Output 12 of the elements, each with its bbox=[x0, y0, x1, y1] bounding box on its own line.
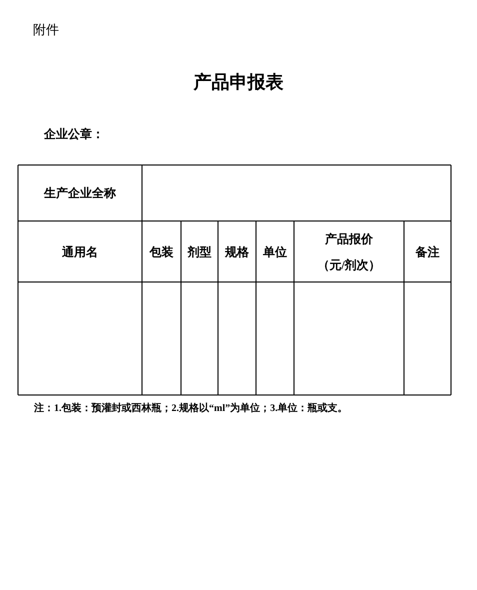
attachment-label: 附件 bbox=[33, 22, 59, 39]
column-header: 剂型 bbox=[188, 244, 212, 260]
column-header: 产品报价（元/剂次） bbox=[316, 230, 382, 274]
form-title: 产品申报表 bbox=[192, 71, 284, 94]
column-header: 规格 bbox=[225, 244, 249, 260]
footnote: 注：1.包装：预灌封或西林瓶；2.规格以“ml”为单位；3.单位：瓶或支。 bbox=[34, 401, 348, 415]
column-header: 备注 bbox=[416, 244, 440, 260]
seal-label: 企业公章： bbox=[44, 126, 104, 143]
column-header: 包装 bbox=[150, 244, 174, 260]
row-header: 生产企业全称 bbox=[44, 185, 116, 202]
column-header: 通用名 bbox=[62, 244, 98, 260]
column-header: 单位 bbox=[263, 244, 287, 260]
